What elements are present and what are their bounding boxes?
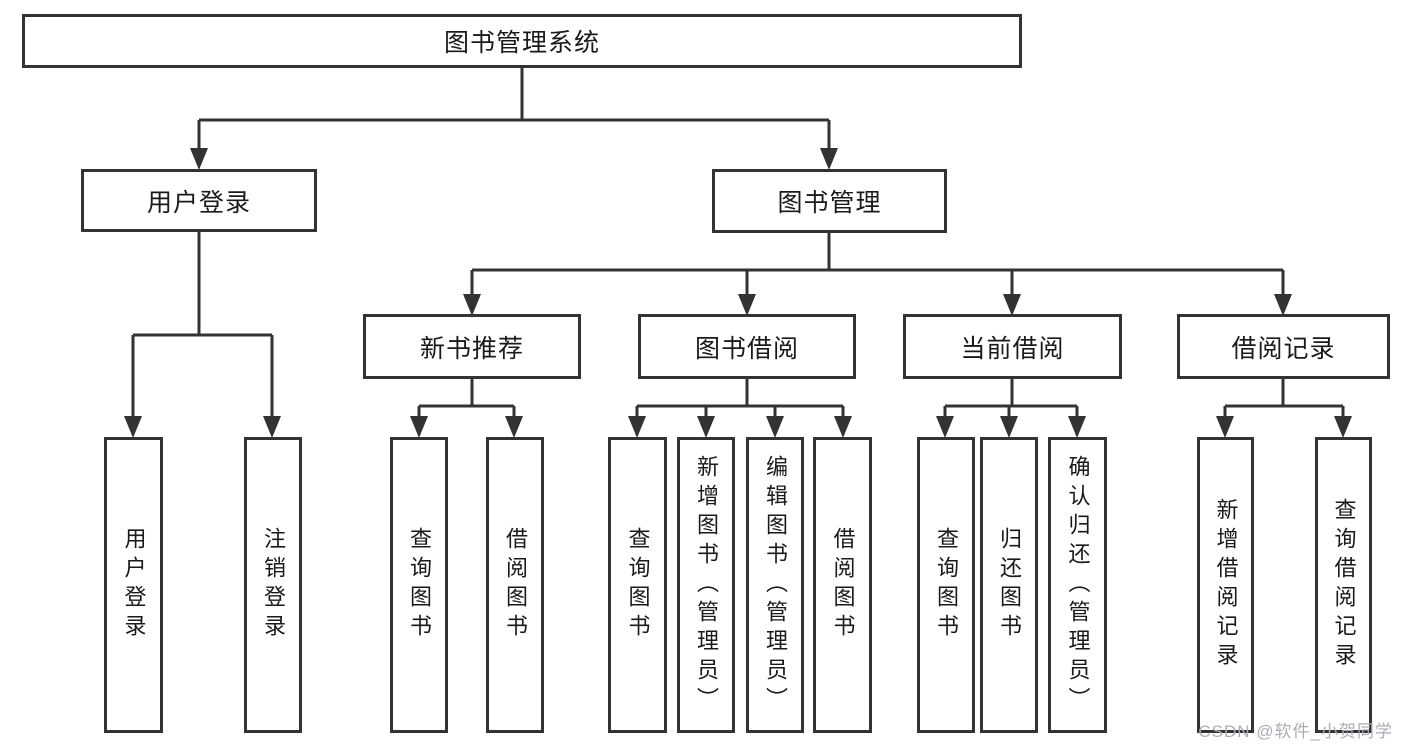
leaf-user-login: 用户登录 (104, 437, 163, 733)
leaf-search-books-recommend: 查询图书 (390, 437, 448, 733)
leaf-borrow-books-borrowing: 借阅图书 (813, 437, 872, 733)
leaf-logout: 注销登录 (244, 437, 302, 733)
leaf-confirm-return-admin: 确认归还（管理员） (1048, 437, 1107, 733)
csdn-watermark: CSDN @软件_小贺同学 (1198, 722, 1393, 741)
node-root: 图书管理系统 (22, 14, 1022, 68)
leaf-add-book-admin: 新增图书（管理员） (677, 437, 735, 733)
leaf-return-books: 归还图书 (980, 437, 1038, 733)
leaf-edit-book-admin: 编辑图书（管理员） (746, 437, 804, 733)
leaf-search-books-borrowing: 查询图书 (608, 437, 667, 733)
node-user-login: 用户登录 (81, 169, 317, 232)
node-current-borrowing: 当前借阅 (903, 314, 1122, 379)
node-book-borrowing: 图书借阅 (638, 314, 856, 379)
node-borrowing-records: 借阅记录 (1177, 314, 1390, 379)
leaf-add-borrow-record: 新增借阅记录 (1197, 437, 1254, 733)
arrowheads (124, 148, 1352, 438)
leaf-search-borrow-record: 查询借阅记录 (1315, 437, 1372, 733)
node-book-management: 图书管理 (712, 169, 947, 233)
node-new-book-recommend: 新书推荐 (363, 314, 581, 379)
leaf-borrow-books-recommend: 借阅图书 (486, 437, 544, 733)
leaf-search-books-current: 查询图书 (917, 437, 975, 733)
